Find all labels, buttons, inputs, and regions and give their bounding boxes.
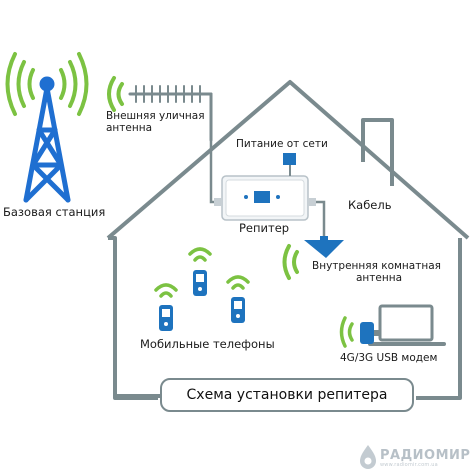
watermark-logo-icon <box>360 445 376 469</box>
outdoor-antenna-label-line2: антенна <box>106 122 153 134</box>
watermark-url: www.radiomir.com.ua <box>380 462 438 468</box>
house-roof <box>106 80 470 400</box>
repeater-box-icon <box>214 175 316 221</box>
ceiling-antenna-icon <box>304 236 344 258</box>
mobile-phone-icon <box>159 305 173 331</box>
caption-box: Схема установки репитера <box>160 378 414 412</box>
yagi-antenna-icon <box>128 85 213 142</box>
mobile-phone-signal-waves-icon <box>188 247 212 262</box>
mobile-phone-icon <box>193 270 207 296</box>
outdoor-antenna-label-line1: Внешняя уличная <box>106 110 205 122</box>
chimney <box>361 118 394 186</box>
indoor-antenna-signal-waves-icon <box>282 244 299 280</box>
power-label: Питание от сети <box>236 138 328 150</box>
base-station-label: Базовая станция <box>3 205 106 219</box>
repeater-label: Репитер <box>239 221 290 235</box>
watermark: РАДИОМИР www.radiomir.com.ua <box>356 442 472 472</box>
power-plug-icon <box>283 153 296 165</box>
usb-modem-icon <box>360 322 380 344</box>
laptop-icon <box>368 304 446 346</box>
usb-modem-signal-waves-icon <box>339 316 354 348</box>
mobile-phone-icon <box>231 297 245 323</box>
mobile-phone-signal-waves-icon <box>154 283 178 298</box>
indoor-antenna-label-line1: Внутренняя комнатная <box>312 260 441 272</box>
cable-label: Кабель <box>348 198 392 212</box>
usb-modem-label: 4G/3G USB модем <box>340 352 438 364</box>
yagi-signal-waves-icon <box>107 76 124 112</box>
indoor-antenna-label-line2: антенна <box>356 272 403 284</box>
diagram-caption: Схема установки репитера <box>186 387 388 403</box>
mobile-phones-label: Мобильные телефоны <box>140 337 275 351</box>
mobile-phone-signal-waves-icon <box>226 275 250 290</box>
house <box>106 80 470 400</box>
cell-tower-icon <box>23 76 71 203</box>
indoor-cable <box>316 200 326 238</box>
tower-signal-waves-icon <box>5 52 89 116</box>
watermark-brand: РАДИОМИР <box>380 448 471 463</box>
